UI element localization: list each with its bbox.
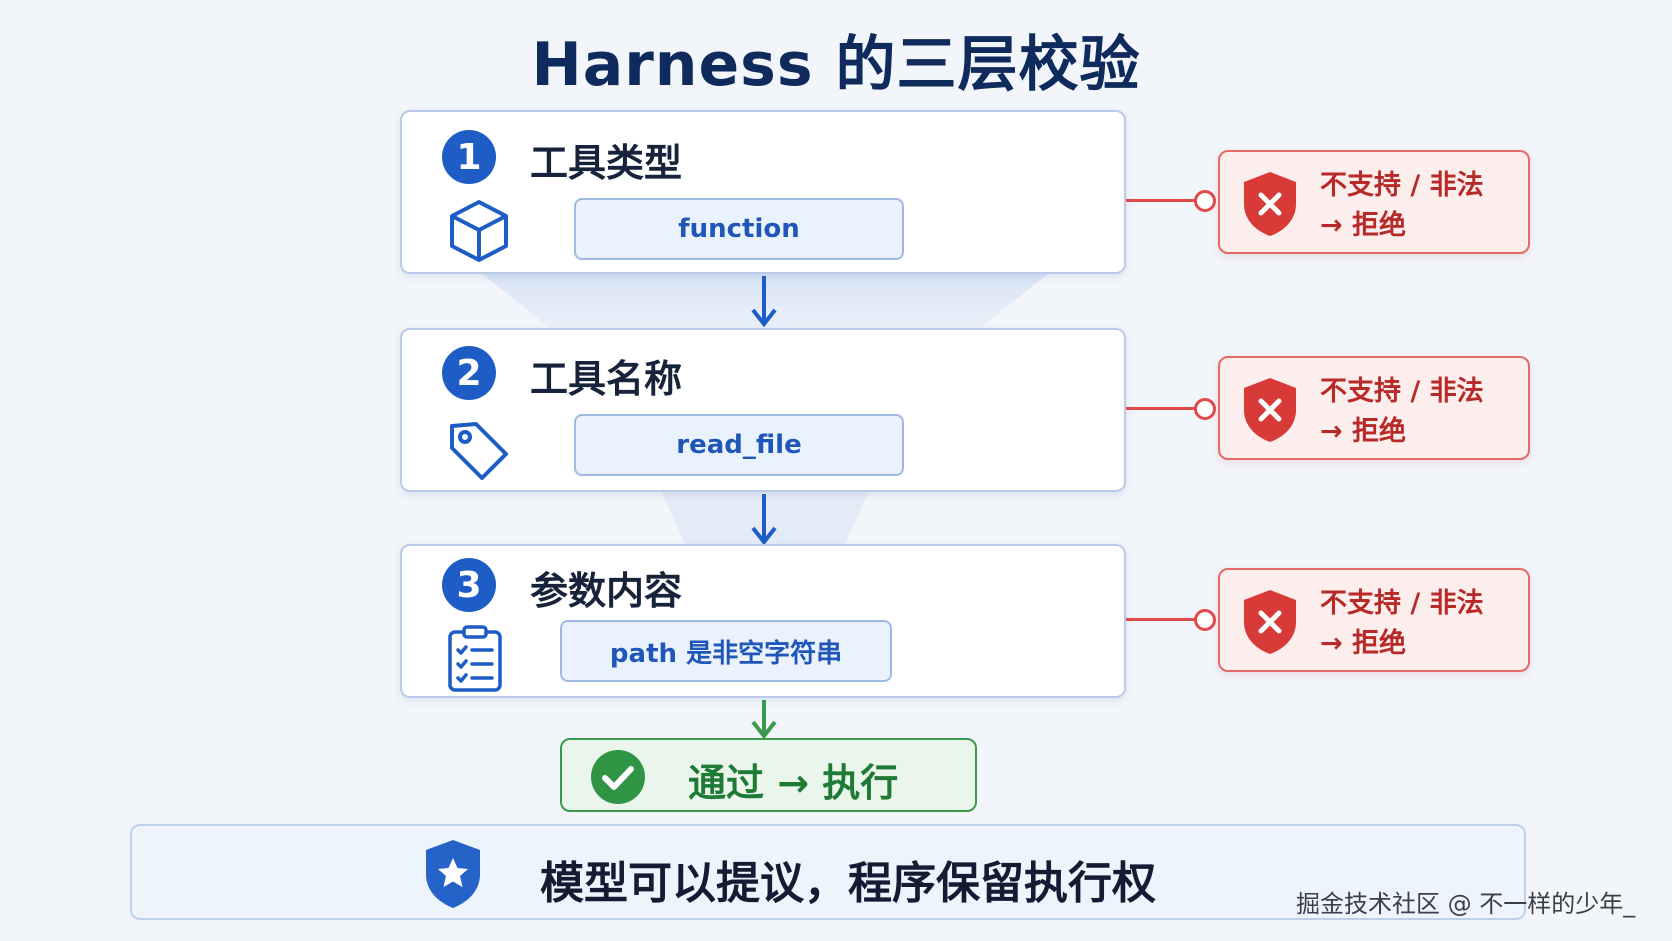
- reject-connector: [1126, 199, 1202, 202]
- flow-arrow-pass: [751, 700, 777, 740]
- footer-banner: 模型可以提议，程序保留执行权: [130, 824, 1526, 920]
- step-card-3: 3 参数内容 path 是非空字符串: [400, 544, 1126, 698]
- reject-box-3: 不支持 / 非法 → 拒绝: [1218, 568, 1530, 672]
- shield-x-icon: [1244, 172, 1296, 236]
- connector-dot: [1194, 398, 1216, 420]
- footer-text: 模型可以提议，程序保留执行权: [540, 858, 1156, 909]
- step-value-field: function: [574, 198, 904, 260]
- reject-box-1: 不支持 / 非法 → 拒绝: [1218, 150, 1530, 254]
- reject-label: 不支持 / 非法 → 拒绝: [1320, 588, 1484, 659]
- step-title: 工具名称: [530, 357, 683, 401]
- step-value-field: path 是非空字符串: [560, 620, 892, 682]
- reject-label: 不支持 / 非法 → 拒绝: [1320, 170, 1484, 241]
- watermark: 掘金技术社区 @ 不一样的少年_: [1296, 890, 1636, 918]
- step-card-1: 1 工具类型 function: [400, 110, 1126, 274]
- cube-icon: [450, 200, 508, 262]
- connector-dot: [1194, 190, 1216, 212]
- connector-dot: [1194, 609, 1216, 631]
- step-number-badge: 3: [442, 558, 496, 612]
- step-value-field: read_file: [574, 414, 904, 476]
- step-number-badge: 2: [442, 346, 496, 400]
- shield-x-icon: [1244, 590, 1296, 654]
- flow-arrow: [751, 494, 777, 546]
- step-card-2: 2 工具名称 read_file: [400, 328, 1126, 492]
- checklist-icon: [448, 625, 502, 692]
- reject-connector: [1126, 407, 1202, 410]
- flow-arrow: [751, 276, 777, 328]
- shield-x-icon: [1244, 378, 1296, 442]
- step-title: 工具类型: [530, 141, 683, 185]
- step-number-badge: 1: [442, 130, 496, 184]
- reject-box-2: 不支持 / 非法 → 拒绝: [1218, 356, 1530, 460]
- pass-label: 通过 → 执行: [688, 761, 899, 805]
- page-title: Harness 的三层校验: [531, 30, 1141, 100]
- pass-box: 通过 → 执行: [560, 738, 977, 812]
- tag-icon: [450, 422, 508, 480]
- reject-label: 不支持 / 非法 → 拒绝: [1320, 376, 1484, 447]
- check-circle-icon: [591, 750, 645, 804]
- reject-connector: [1126, 618, 1202, 621]
- shield-star-icon: [426, 840, 480, 908]
- step-title: 参数内容: [530, 569, 683, 613]
